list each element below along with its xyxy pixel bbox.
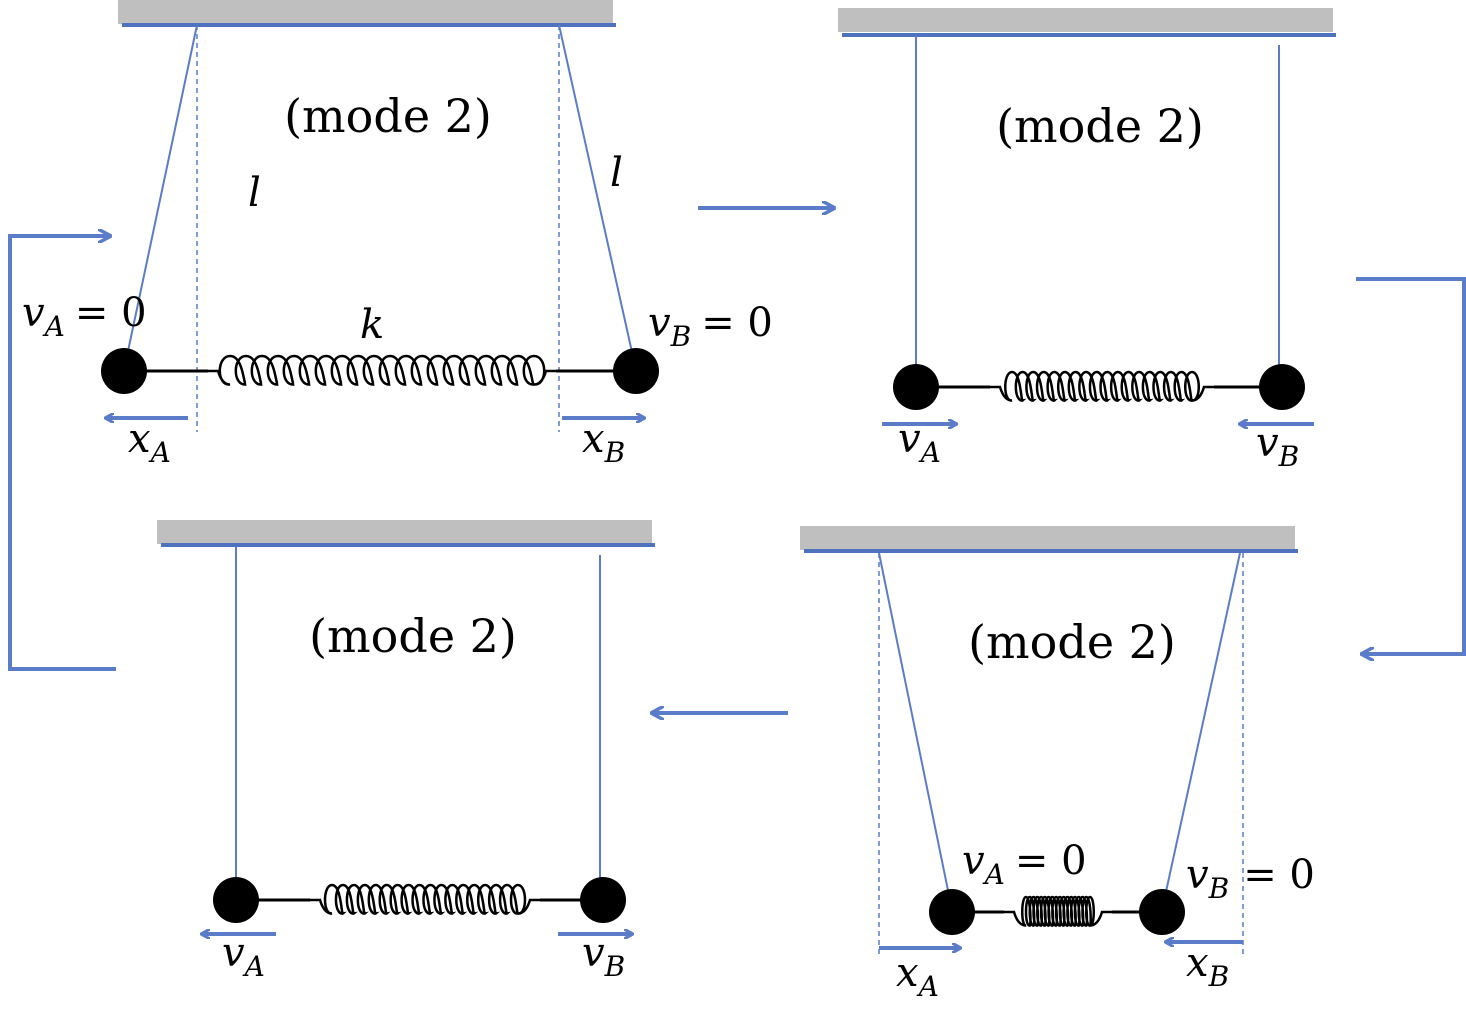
velocity-label-b: vB <box>1256 420 1299 473</box>
velocity-label-b: vB= 0 <box>1186 852 1315 905</box>
velocity-label-a: vA= 0 <box>962 838 1087 891</box>
displacement-label-a: xA <box>128 416 171 469</box>
mass-a <box>101 348 147 394</box>
spring-coil <box>990 370 1214 402</box>
velocity-label-a: vA <box>898 416 941 469</box>
panel-bottom-right: (mode 2) vA= 0 vB= 0 xA xB <box>800 526 1315 1003</box>
spring-constant-label: k <box>360 302 384 348</box>
string-right <box>558 24 637 371</box>
ceiling-block <box>838 8 1333 32</box>
string-right <box>1161 552 1241 911</box>
flow-arrow-top-right-to-bottom-right <box>1356 277 1466 654</box>
mode-label: (mode 2) <box>968 615 1176 669</box>
mass-a <box>213 877 259 923</box>
mass-a <box>893 364 939 410</box>
flow-arrow-bottom-left-to-top-left <box>8 236 116 671</box>
length-label-left: l <box>248 170 261 216</box>
panel-top-right: (mode 2) vA vB <box>838 8 1336 473</box>
string-left <box>123 24 198 371</box>
mass-b <box>1259 364 1305 410</box>
spring <box>208 354 556 386</box>
length-label-right: l <box>610 150 623 196</box>
spring <box>990 370 1214 402</box>
displacement-label-b: xB <box>582 416 625 469</box>
spring-coil <box>310 883 540 915</box>
displacement-label-a: xA <box>896 950 939 1003</box>
spring-coil <box>208 354 556 386</box>
mass-a <box>929 889 975 935</box>
mode-label: (mode 2) <box>284 89 492 143</box>
spring <box>310 883 540 915</box>
mass-b <box>1139 889 1185 935</box>
mode-label: (mode 2) <box>309 609 517 663</box>
displacement-label-b: xB <box>1186 940 1229 993</box>
mode-label: (mode 2) <box>996 99 1204 153</box>
mass-b <box>613 348 659 394</box>
panel-bottom-left: (mode 2) vA vB <box>157 520 655 983</box>
ceiling-block <box>800 526 1295 550</box>
ceiling-block <box>157 520 652 544</box>
mass-b <box>580 877 626 923</box>
velocity-label-b: vB <box>582 930 625 983</box>
string-left <box>878 552 953 911</box>
velocity-label-a: vA <box>222 930 265 983</box>
ceiling-block <box>118 0 613 24</box>
spring-coil <box>1004 895 1112 927</box>
spring <box>1004 895 1112 927</box>
velocity-label-b: vB= 0 <box>648 300 773 353</box>
velocity-label-a: vA= 0 <box>22 290 147 343</box>
panel-top-left: (mode 2) l l k vA= 0 vB= 0 xA xB <box>22 0 773 469</box>
